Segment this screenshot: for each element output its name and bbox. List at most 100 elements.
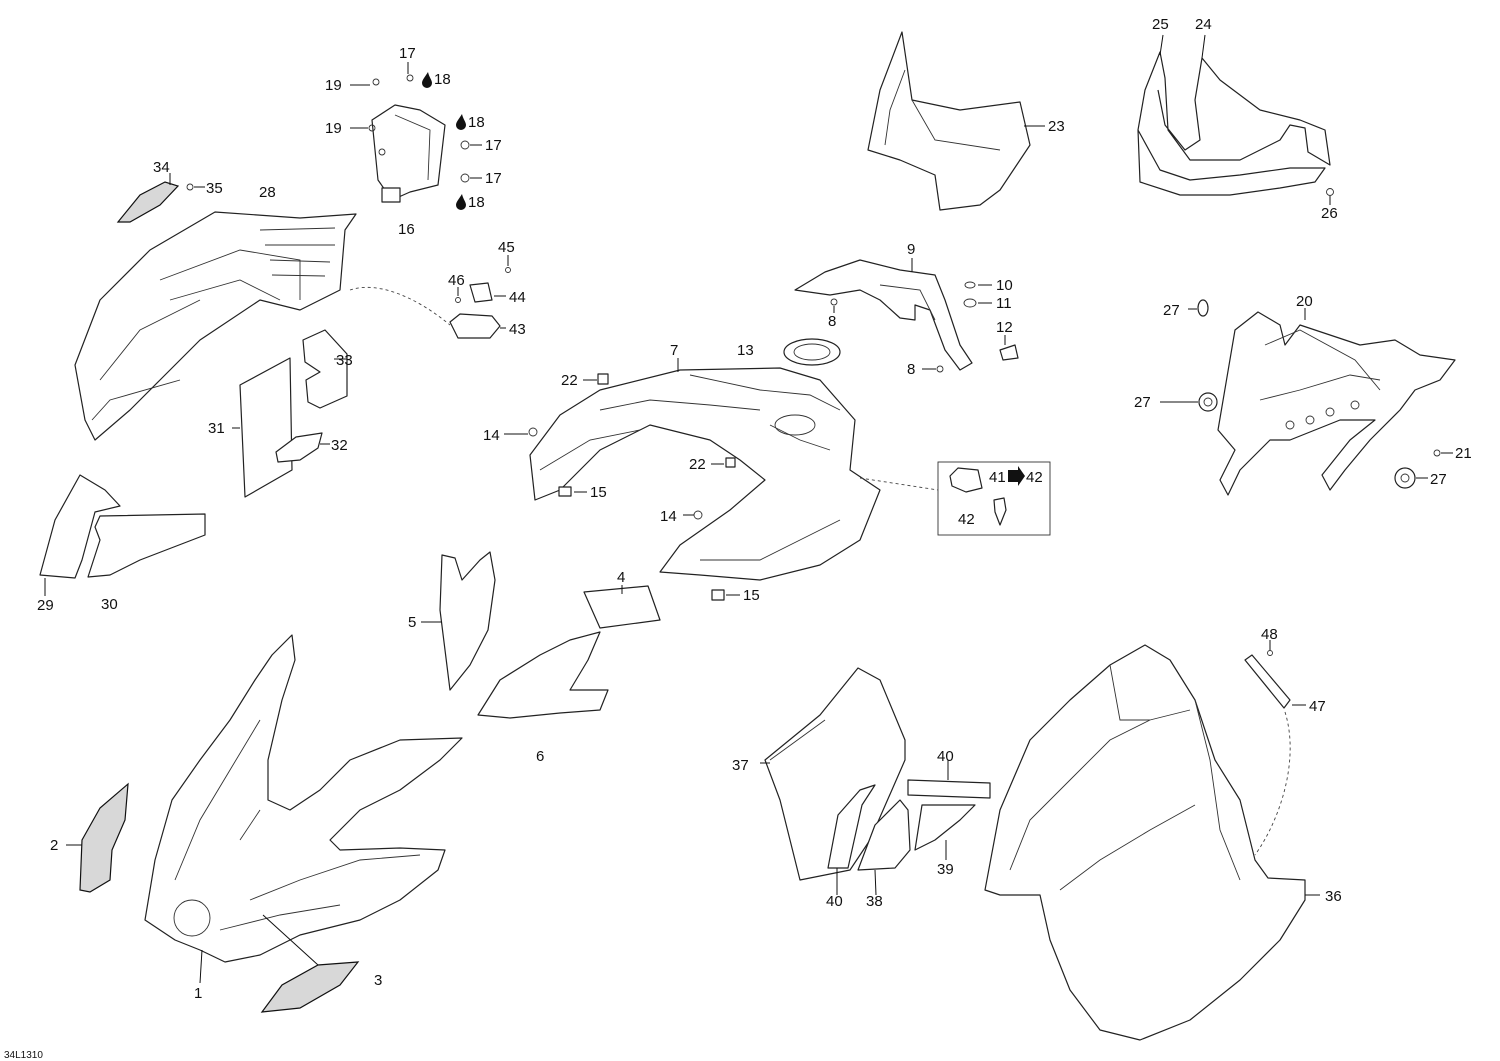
part-22-clips xyxy=(583,373,736,468)
label-24: 24 xyxy=(1195,16,1212,33)
label-14-bottom: 14 xyxy=(660,508,677,525)
label-17-bottom: 17 xyxy=(485,170,502,187)
part-27-grommets xyxy=(1160,299,1428,489)
part-43-latch xyxy=(349,286,506,339)
part-24-25-frame xyxy=(1137,34,1334,205)
part-34-grille-small xyxy=(116,173,205,223)
part-2-grille xyxy=(66,782,129,893)
label-27-top: 27 xyxy=(1163,302,1180,319)
part-9-bracket xyxy=(794,258,973,371)
label-19-bottom: 19 xyxy=(325,120,342,137)
label-42-target: 42 xyxy=(1026,469,1043,486)
part-28-side-panel xyxy=(74,211,357,441)
part-1-front-hood xyxy=(144,634,463,984)
part-15-nuts xyxy=(558,486,740,601)
label-36: 36 xyxy=(1325,888,1342,905)
part-37-panel xyxy=(760,667,906,881)
label-31: 31 xyxy=(208,420,225,437)
label-15-bottom: 15 xyxy=(743,587,760,604)
label-2: 2 xyxy=(50,837,58,854)
label-47: 47 xyxy=(1309,698,1326,715)
label-10: 10 xyxy=(996,277,1013,294)
label-18-middle-group: 18 xyxy=(456,114,485,131)
label-35: 35 xyxy=(206,180,223,197)
part-8-screws xyxy=(830,298,944,373)
label-40-top: 40 xyxy=(937,748,954,765)
part-21-screw xyxy=(1433,449,1453,457)
label-18-bottom: 18 xyxy=(468,194,485,211)
label-1: 1 xyxy=(194,985,202,1002)
label-19-top: 19 xyxy=(325,77,342,94)
part-20-rear-bracket xyxy=(1217,308,1456,496)
diagram-code: 34L1310 xyxy=(4,1050,43,1061)
label-13: 13 xyxy=(737,342,754,359)
oil-drop-icon xyxy=(422,72,432,88)
part-38-pad xyxy=(857,799,911,896)
label-26: 26 xyxy=(1321,205,1338,222)
part-6-foam-pad xyxy=(477,631,609,719)
label-18-top: 18 xyxy=(434,71,451,88)
label-44: 44 xyxy=(509,289,526,306)
part-30-decal xyxy=(87,513,206,578)
label-29: 29 xyxy=(37,597,54,614)
label-18-top-group: 18 xyxy=(422,71,451,88)
label-8-bottom: 8 xyxy=(907,361,915,378)
label-41: 41 xyxy=(989,469,1006,486)
part-41-42-callout-box xyxy=(859,461,1051,536)
label-23: 23 xyxy=(1048,118,1065,135)
part-36-side-panel xyxy=(984,644,1320,1041)
label-11: 11 xyxy=(996,295,1012,312)
label-7: 7 xyxy=(670,342,678,359)
part-4-foam-block xyxy=(583,585,661,629)
label-3: 3 xyxy=(374,972,382,989)
part-39-pad xyxy=(914,804,976,860)
label-20: 20 xyxy=(1296,293,1313,310)
part-16-bracket xyxy=(350,78,446,203)
parts-10-11-12-fasteners xyxy=(963,281,1019,361)
label-14-top: 14 xyxy=(483,427,500,444)
part-14-screws xyxy=(504,427,703,520)
label-21: 21 xyxy=(1455,445,1472,462)
label-33: 33 xyxy=(336,352,353,369)
part-7-main-panel xyxy=(529,358,881,581)
label-30: 30 xyxy=(101,596,118,613)
part-44-clip xyxy=(469,282,506,303)
label-34: 34 xyxy=(153,159,170,176)
label-37: 37 xyxy=(732,757,749,774)
part-31-panel xyxy=(232,357,293,498)
label-42: 42 xyxy=(958,511,975,528)
part-48-screw xyxy=(1267,640,1273,656)
oil-drop-icon xyxy=(456,194,466,210)
label-4: 4 xyxy=(617,569,625,586)
label-22-bottom: 22 xyxy=(689,456,706,473)
label-9: 9 xyxy=(907,241,915,258)
part-29-decal xyxy=(39,474,121,596)
label-25: 25 xyxy=(1152,16,1169,33)
label-40-bottom: 40 xyxy=(826,893,843,910)
oil-drop-icon xyxy=(456,114,466,130)
label-5: 5 xyxy=(408,614,416,631)
label-28: 28 xyxy=(259,184,276,201)
part-23-windshield xyxy=(867,31,1045,211)
label-18-middle: 18 xyxy=(468,114,485,131)
label-46: 46 xyxy=(448,272,465,289)
label-12: 12 xyxy=(996,319,1013,336)
label-45: 45 xyxy=(498,239,515,256)
arrow-right-icon xyxy=(1008,466,1025,486)
label-15-top: 15 xyxy=(590,484,607,501)
label-48: 48 xyxy=(1261,626,1278,643)
label-8-top: 8 xyxy=(828,313,836,330)
label-38: 38 xyxy=(866,893,883,910)
label-39: 39 xyxy=(937,861,954,878)
label-27-middle: 27 xyxy=(1134,394,1151,411)
part-40-strip xyxy=(827,760,991,895)
callout-labels: 1 2 3 4 5 6 7 8 8 9 10 11 12 13 14 14 15… xyxy=(4,16,1472,1061)
part-47-handle xyxy=(1244,654,1306,856)
label-22-top: 22 xyxy=(561,372,578,389)
part-5-foam-pad xyxy=(421,551,496,691)
label-41-42-group: 41 42 xyxy=(989,466,1043,486)
label-17-top: 17 xyxy=(399,45,416,62)
label-27-bottom: 27 xyxy=(1430,471,1447,488)
